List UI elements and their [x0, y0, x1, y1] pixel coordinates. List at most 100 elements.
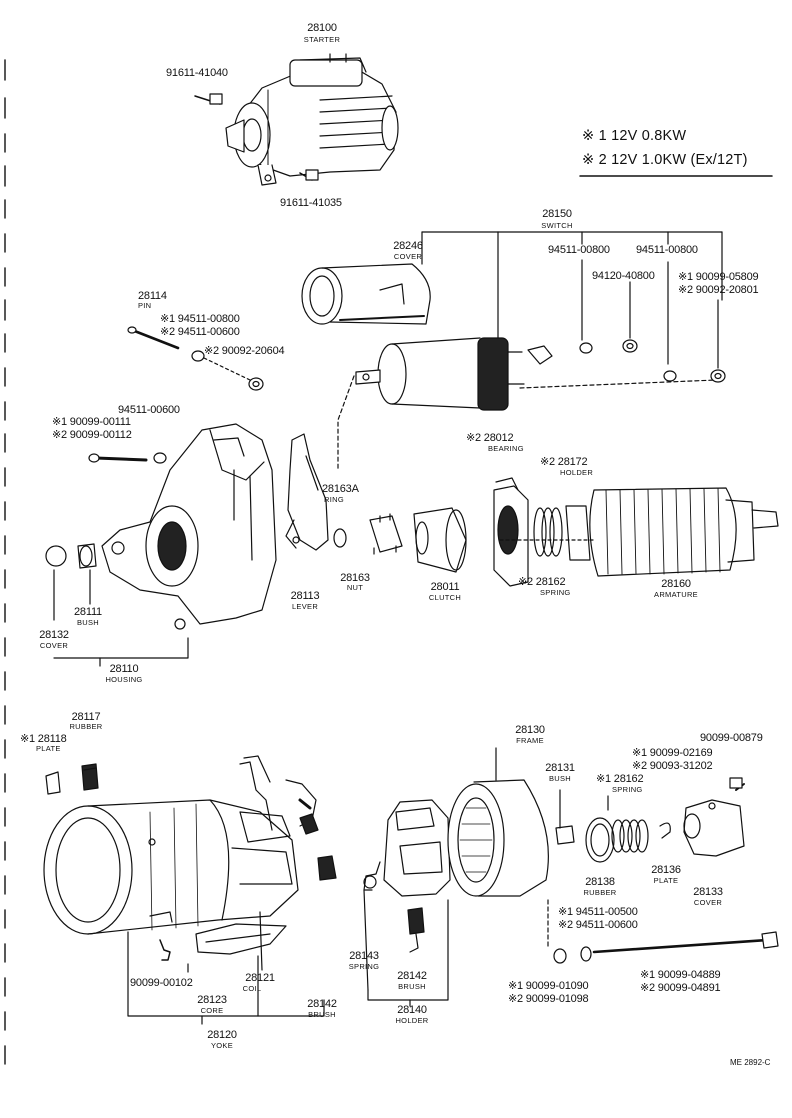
part-28123-name: CORE: [200, 1006, 224, 1015]
brush-holder-illustration: [363, 799, 451, 991]
part-28011-number: 28011: [430, 581, 460, 593]
part-28100-number: 28100: [307, 22, 337, 34]
part-28130-name: FRAME: [516, 736, 544, 745]
spec-line-2: ※ 2 12V 1.0KW (Ex/12T): [582, 152, 748, 168]
part-90099-00111: ※1 90099-00111: [52, 416, 131, 428]
part-28118-number: ※1 28118: [20, 733, 67, 745]
part-94511-00600-b: 94511-00600: [118, 404, 180, 416]
part-28133-number: 28133: [693, 886, 723, 898]
bearing-plate-illustration: [493, 477, 529, 587]
armature-illustration: [499, 487, 779, 577]
part-28163-number: 28163: [340, 572, 370, 584]
part-28142-b-name: BRUSH: [398, 982, 426, 991]
part-90099-00879: 90099-00879: [700, 732, 763, 744]
part-28113-name: LEVER: [291, 602, 319, 611]
part-90099-01098: ※2 90099-01098: [508, 993, 589, 1005]
part-90092-20801: ※2 90092-20801: [678, 284, 759, 296]
part-28138-number: 28138: [585, 876, 615, 888]
spec-line-1: ※ 1 12V 0.8KW: [582, 128, 687, 144]
part-94511-00600-c: ※2 94511-00600: [558, 919, 638, 931]
through-bolt-illustration: [547, 899, 779, 964]
part-28246-number: 28246: [393, 240, 423, 252]
part-28143-name: SPRING: [348, 962, 380, 971]
part-28150-number: 28150: [542, 208, 572, 220]
part-28162-a-number: ※2 28162: [518, 576, 566, 588]
part-28120-name: YOKE: [210, 1041, 234, 1050]
part-28012-name: BEARING: [488, 444, 524, 453]
switch-cover-illustration: [301, 263, 431, 325]
part-90099-05809: ※1 90099-05809: [678, 271, 759, 283]
part-28140-name: HOLDER: [395, 1016, 429, 1025]
part-28111-number: 28111: [74, 606, 102, 618]
housing-bracket: [53, 569, 189, 667]
part-28136-number: 28136: [651, 864, 681, 876]
ring-and-nut: [333, 513, 403, 555]
part-90099-00112: ※2 90099-00112: [52, 429, 132, 441]
part-28130-number: 28130: [515, 724, 545, 736]
part-28163-name: NUT: [346, 583, 364, 592]
part-94511-00500: ※1 94511-00500: [558, 906, 638, 918]
part-90093-31202: ※2 90093-31202: [632, 760, 713, 772]
part-28140-number: 28140: [397, 1004, 427, 1016]
pin-and-nuts: [127, 326, 264, 391]
part-28163A-number: 28163A: [322, 483, 359, 495]
rubber-and-plate: [45, 763, 99, 795]
part-28131-name: BUSH: [548, 774, 572, 783]
part-28160-number: 28160: [661, 578, 691, 590]
bush-and-cover: [45, 543, 97, 569]
solenoid-switch-illustration: [355, 337, 553, 411]
part-28113-number: 28113: [290, 590, 320, 602]
part-28142-a-number: 28142: [307, 998, 337, 1010]
brush-illustration: [299, 813, 425, 953]
part-28143-number: 28143: [349, 950, 379, 962]
part-28132-number: 28132: [39, 629, 69, 641]
housing-bolt: [88, 452, 167, 464]
part-28012-number: ※2 28012: [466, 432, 514, 444]
part-28162-a-name: SPRING: [540, 588, 571, 597]
part-28121-number: 28121: [245, 972, 275, 984]
end-parts-illustration: [555, 777, 745, 863]
diagram-reference-code: ME 2892-C: [730, 1058, 771, 1067]
part-28142-a-name: BRUSH: [308, 1010, 336, 1019]
part-90092-20604: ※2 90092-20604: [204, 345, 285, 357]
part-28121-name: COIL: [242, 984, 262, 993]
part-28136-name: PLATE: [653, 876, 679, 885]
part-94511-00600-a: ※2 94511-00600: [160, 326, 240, 338]
spring-holder-illustration: [533, 505, 591, 561]
housing-illustration: [101, 423, 277, 630]
part-91611-41035: 91611-41035: [280, 197, 342, 209]
part-90099-04889: ※1 90099-04889: [640, 969, 721, 981]
part-28150-name: SWITCH: [541, 221, 573, 230]
part-28172-name: HOLDER: [560, 468, 594, 477]
yoke-illustration: [43, 755, 317, 935]
part-28162-b-number: ※1 28162: [596, 773, 644, 785]
clutch-illustration: [413, 507, 467, 573]
part-28138-name: RUBBER: [583, 888, 617, 897]
part-28111-name: BUSH: [76, 618, 100, 627]
part-28172-number: ※2 28172: [540, 456, 588, 468]
part-28011-name: CLUTCH: [428, 593, 462, 602]
frame-illustration: [447, 747, 549, 897]
part-28114-number: 28114: [138, 290, 167, 302]
part-28123-number: 28123: [197, 994, 227, 1006]
starter-assembly-illustration: [194, 53, 399, 186]
part-28162-b-name: SPRING: [612, 785, 643, 794]
part-94120-40800: 94120-40800: [592, 270, 655, 282]
part-28131-number: 28131: [545, 762, 575, 774]
part-94511-00800-b: 94511-00800: [636, 244, 698, 256]
part-90099-02169: ※1 90099-02169: [632, 747, 713, 759]
part-28142-b-number: 28142: [397, 970, 427, 982]
core-illustration: [159, 923, 287, 961]
part-28133-name: COVER: [693, 898, 723, 907]
part-94511-00800-a: 94511-00800: [548, 244, 610, 256]
part-28117-name: RUBBER: [69, 722, 103, 731]
part-28114-name: PIN: [138, 301, 152, 310]
part-28120-number: 28120: [207, 1029, 237, 1041]
part-94511-00800-c: ※1 94511-00800: [160, 313, 240, 325]
part-28110-number: 28110: [109, 663, 139, 675]
lower-brackets: [127, 899, 449, 1025]
part-90099-00102: 90099-00102: [130, 977, 193, 989]
part-28163A-name: RING: [324, 495, 344, 504]
